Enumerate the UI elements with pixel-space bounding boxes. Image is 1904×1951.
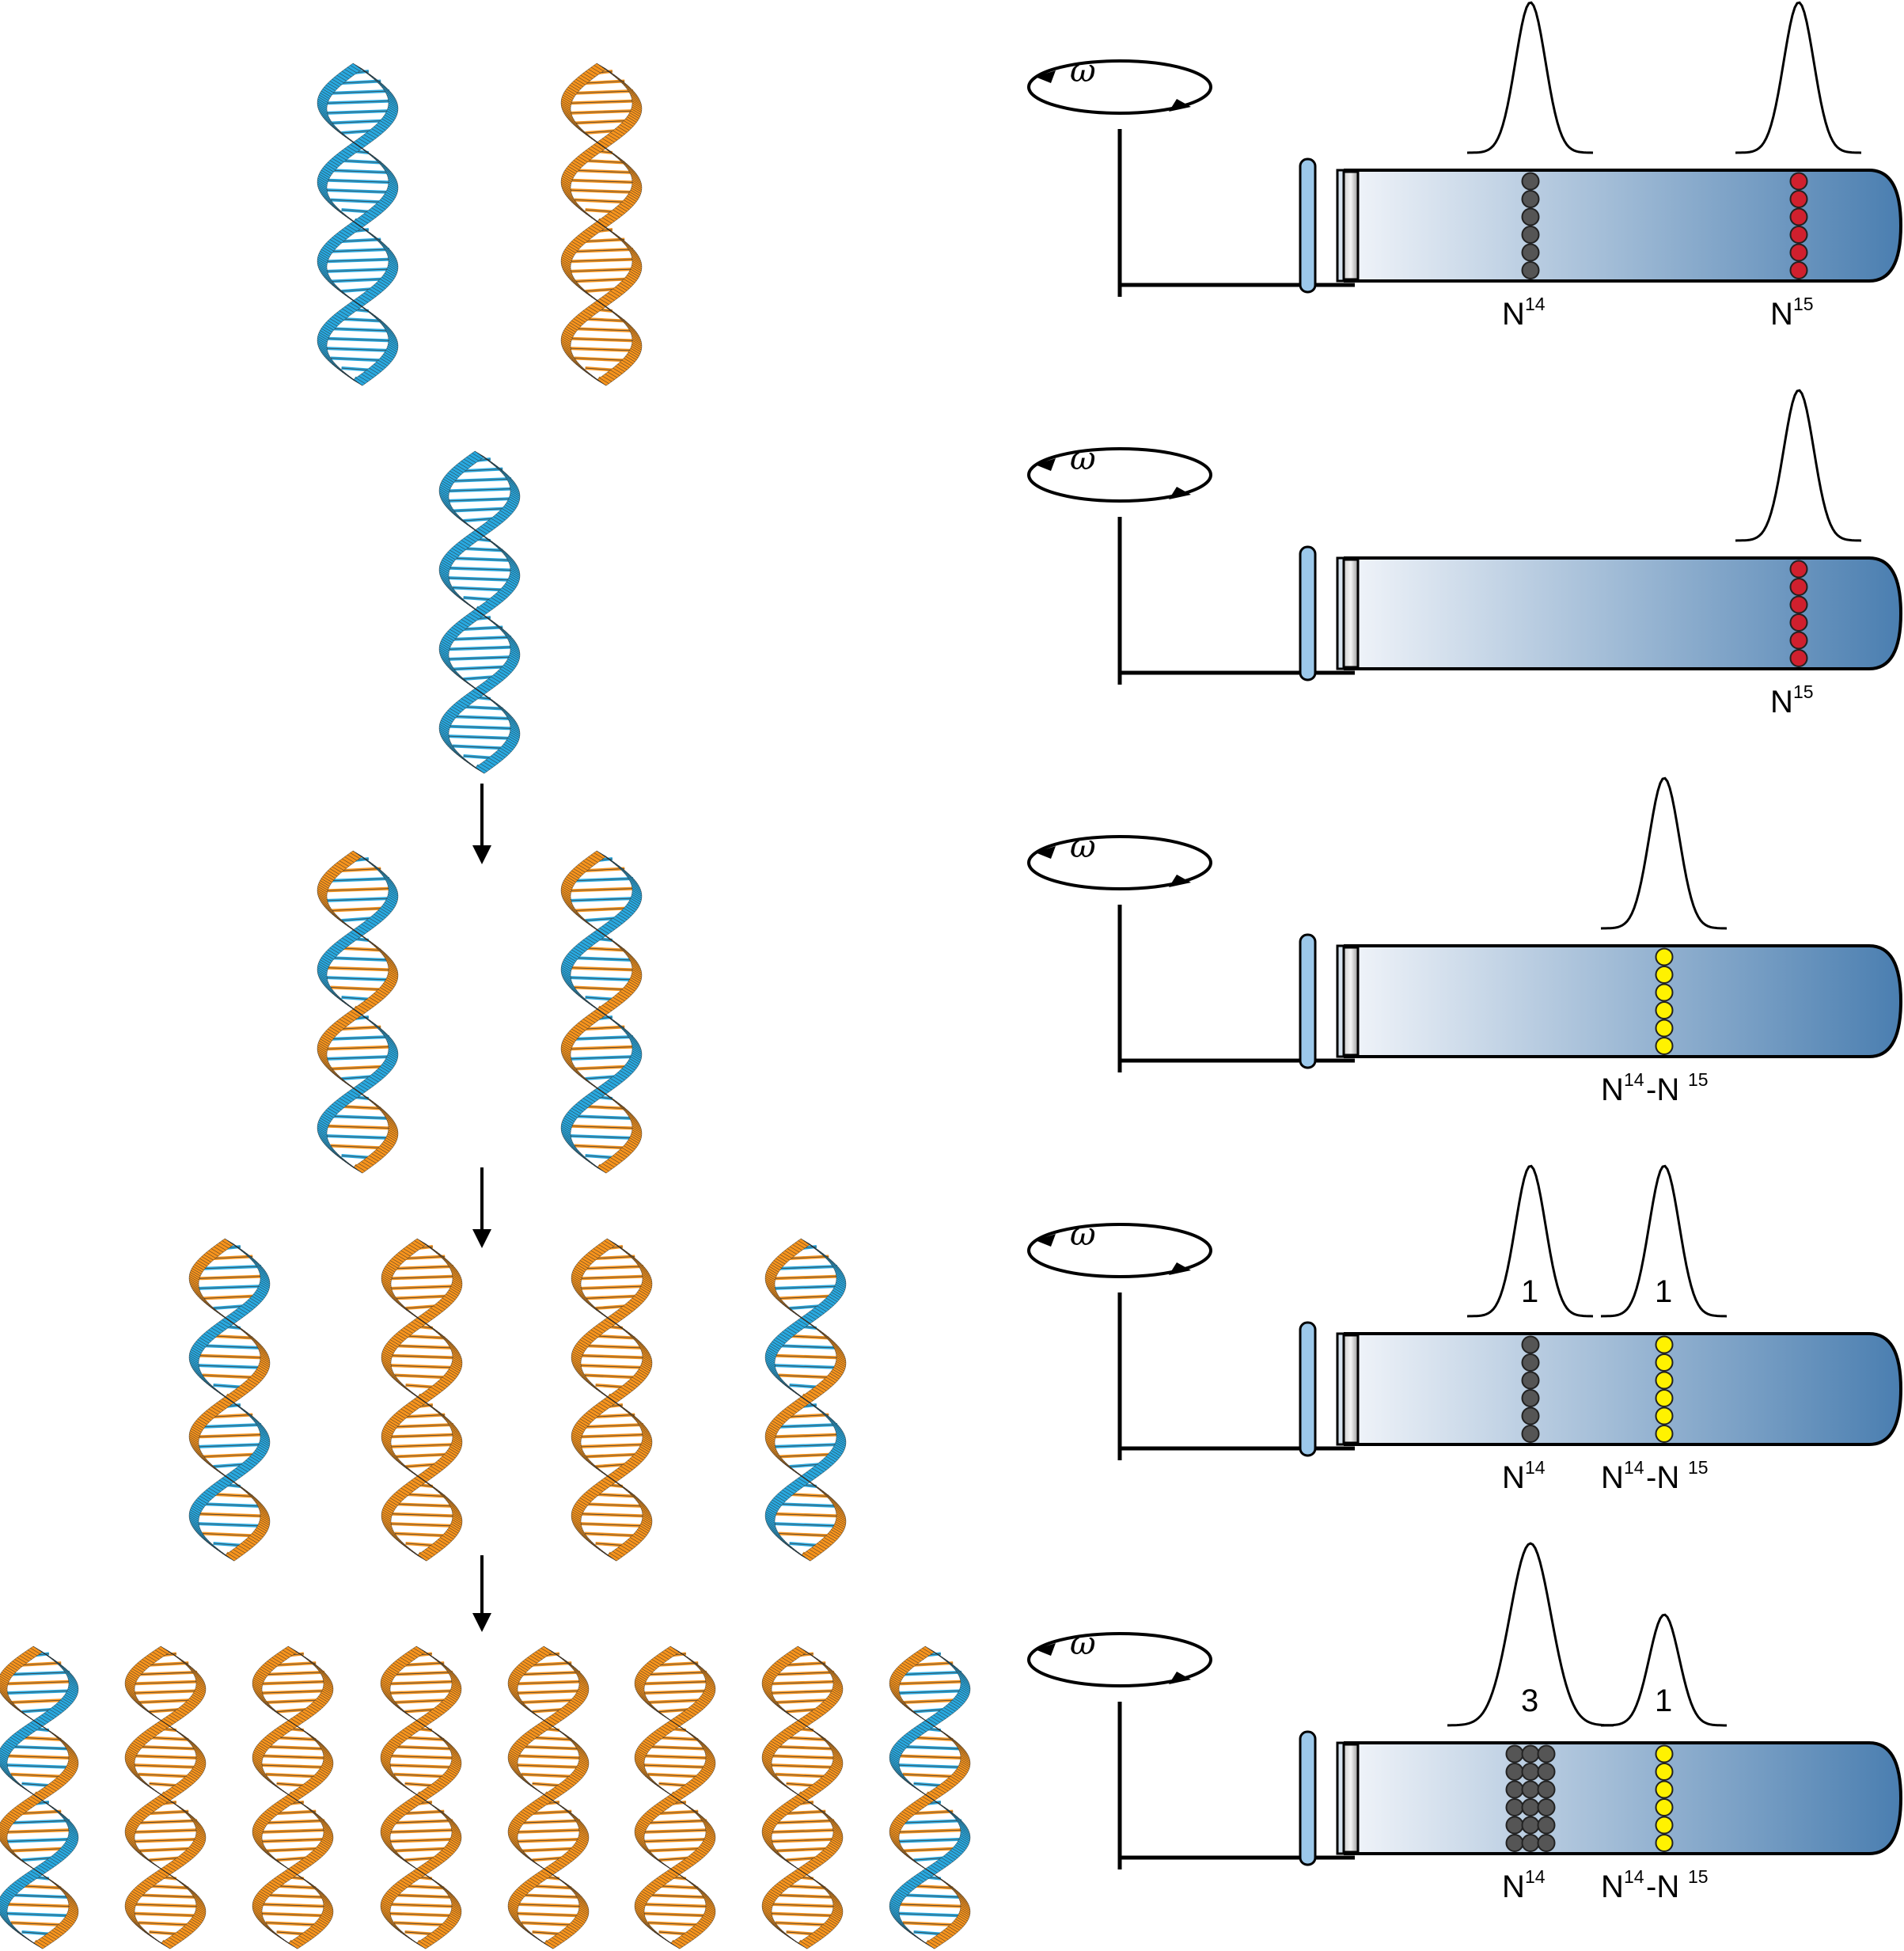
rung-outline (447, 715, 512, 719)
rung-outline (325, 90, 390, 94)
rung-outline (322, 180, 393, 183)
strand-segment (388, 260, 399, 270)
dna-helix (317, 850, 399, 1174)
rung-outline (567, 268, 635, 272)
rung-outline (330, 120, 385, 123)
strand-segment (388, 340, 399, 349)
rung-outline (444, 488, 515, 492)
rung-outline (330, 358, 385, 361)
dna-helix (560, 850, 643, 1174)
rung-outline (324, 110, 392, 114)
rung-outline (447, 478, 512, 482)
rung-outline (330, 199, 385, 203)
rung-outline (452, 587, 507, 590)
rung-outline (574, 199, 629, 203)
strand-segment (510, 648, 521, 658)
rung-outline (446, 735, 514, 739)
rung-outline (566, 259, 637, 262)
rung-outline (566, 180, 637, 183)
rung-outline (447, 636, 512, 640)
dna-helix (0, 1645, 79, 1949)
rung-outline (444, 726, 515, 729)
rung-outline (324, 347, 392, 351)
rung-outline (566, 101, 637, 104)
dna-helix (381, 1238, 463, 1562)
rung-outline (324, 268, 392, 272)
strand-segment (632, 340, 643, 349)
rung-outline (574, 279, 629, 282)
strand-segment (350, 378, 363, 386)
rung-outline (444, 567, 515, 571)
rung-outline (452, 666, 507, 670)
rung-outline (322, 259, 393, 262)
strand-segment (388, 181, 399, 191)
dna-helix (252, 1645, 334, 1949)
dna-helices-panel (0, 63, 971, 1949)
rung-outline (325, 249, 390, 252)
rung-outline (567, 189, 635, 193)
rung-outline (567, 110, 635, 114)
rung-outline (322, 101, 393, 104)
rung-outline (325, 328, 390, 332)
strand-segment (632, 102, 643, 112)
rung-outline (446, 498, 514, 502)
strand-segment (388, 102, 399, 112)
rung-outline (324, 189, 392, 193)
rung-outline (330, 279, 385, 282)
dna-helix (571, 1238, 653, 1562)
dna-helix (380, 1645, 462, 1949)
dna-helix (764, 1238, 847, 1562)
dna-helix (188, 1238, 271, 1562)
dna-helix (317, 63, 399, 386)
rung-outline (569, 328, 634, 332)
dna-helix (124, 1645, 207, 1949)
rung-outline (325, 169, 390, 173)
rung-outline (322, 338, 393, 341)
dna-helix (438, 450, 521, 774)
strand-segment (510, 490, 521, 499)
strand-segment (632, 260, 643, 270)
rung-outline (452, 508, 507, 511)
rung-outline (446, 656, 514, 660)
strand-segment (632, 181, 643, 191)
rung-outline (452, 746, 507, 749)
rung-outline (574, 120, 629, 123)
rung-outline (569, 249, 634, 252)
dna-helix (560, 63, 643, 386)
strand-segment (594, 378, 607, 386)
rung-outline (444, 647, 515, 650)
strand-segment (510, 569, 521, 579)
rung-outline (567, 347, 635, 351)
rung-outline (569, 90, 634, 94)
rung-outline (566, 338, 637, 341)
rung-outline (574, 358, 629, 361)
rung-outline (446, 577, 514, 581)
rung-outline (447, 557, 512, 561)
rung-outline (569, 169, 634, 173)
